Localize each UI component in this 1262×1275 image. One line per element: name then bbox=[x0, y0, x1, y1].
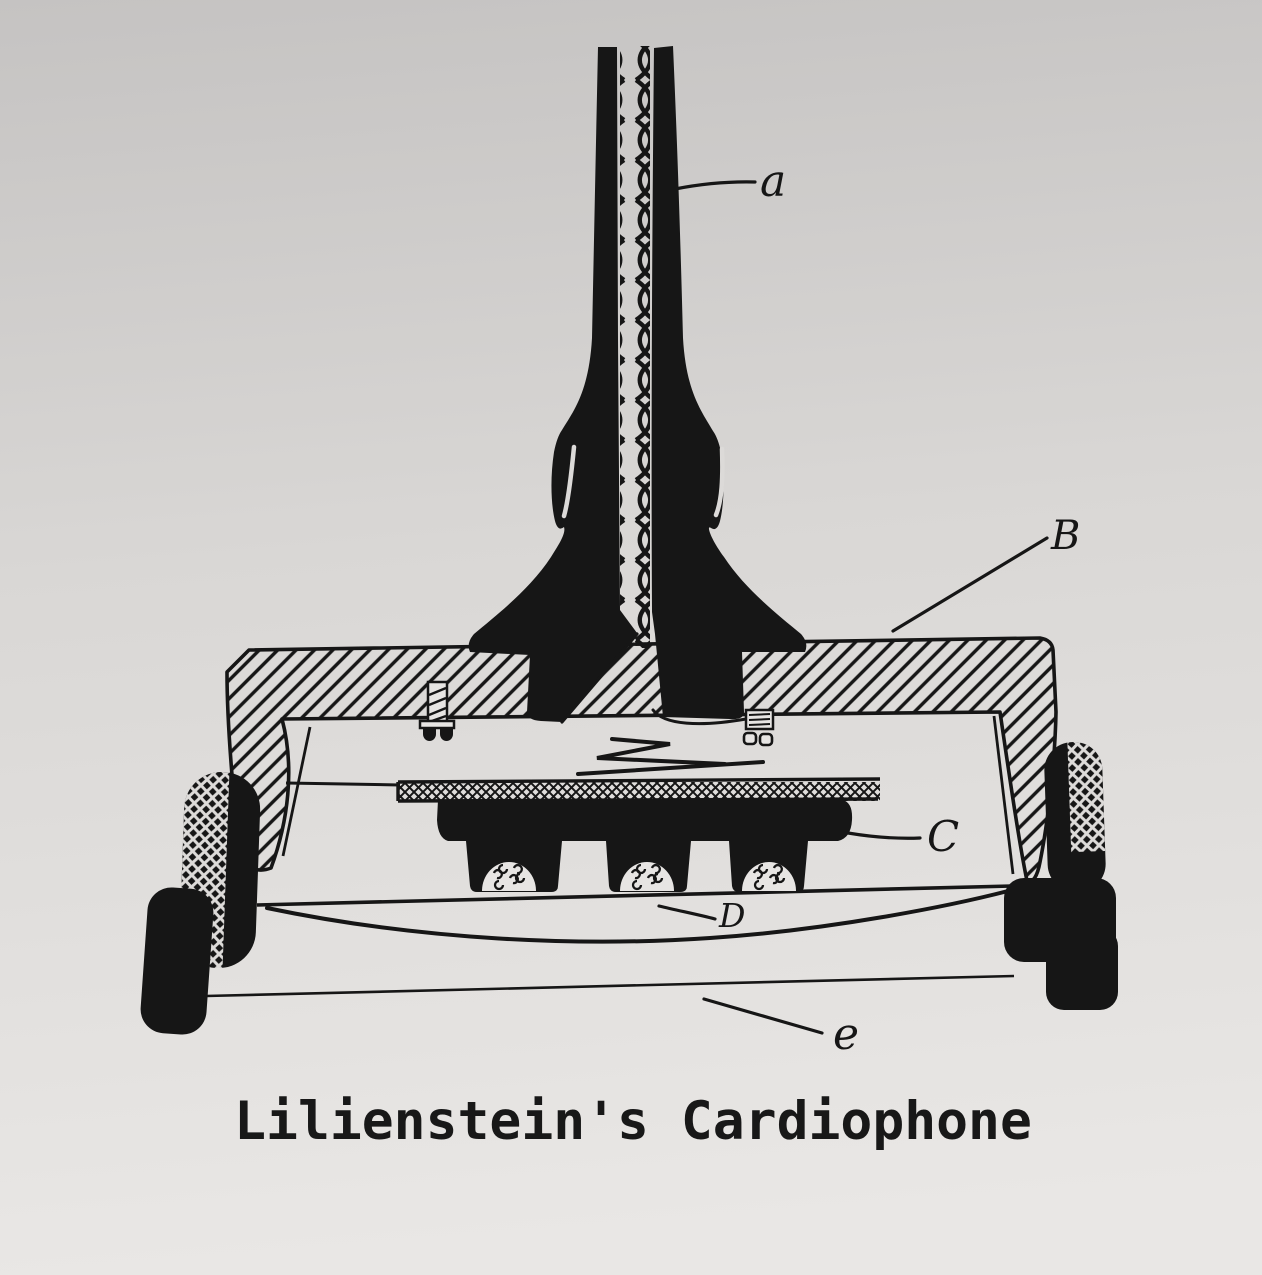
left-foot bbox=[140, 887, 214, 1035]
cavity-wall-right bbox=[992, 715, 1015, 875]
feet-rollers-d bbox=[482, 862, 796, 891]
base-plate-line-e bbox=[205, 974, 1015, 998]
base-lines bbox=[205, 884, 1015, 998]
block-body bbox=[437, 800, 853, 892]
floor-line bbox=[256, 884, 1013, 907]
label-e: e bbox=[833, 1009, 859, 1060]
label-c: C bbox=[927, 812, 959, 861]
left-screw bbox=[418, 680, 456, 741]
inner-shelf-line bbox=[285, 781, 401, 787]
annotation-labels: a B C D e bbox=[718, 156, 1080, 1060]
leader-line-a bbox=[673, 180, 757, 191]
label-a: a bbox=[760, 156, 786, 207]
stem-chestpiece-a bbox=[468, 46, 807, 724]
stem-right-half bbox=[651, 46, 807, 720]
label-b: B bbox=[1050, 513, 1080, 559]
leader-lines bbox=[657, 180, 1049, 1035]
figure-title: Lilienstein's Cardiophone bbox=[234, 1091, 1032, 1152]
drip-sliver-left bbox=[561, 444, 577, 519]
stem-left-half bbox=[468, 47, 637, 722]
twisted-cord bbox=[620, 46, 650, 648]
carbon-block-c bbox=[437, 800, 853, 892]
needle-lever bbox=[560, 632, 639, 724]
right-foot bbox=[1004, 878, 1118, 1010]
label-d: D bbox=[718, 896, 745, 935]
drip-sliver-right bbox=[713, 446, 725, 518]
leader-line-c bbox=[846, 831, 922, 840]
side-wheels-feet bbox=[140, 741, 1118, 1035]
leader-line-b bbox=[891, 536, 1049, 633]
right-screw bbox=[651, 708, 775, 747]
diaphragm-curve bbox=[265, 889, 1010, 944]
spring-zigzag bbox=[576, 737, 765, 776]
leader-line-e bbox=[702, 997, 824, 1035]
right-wheel bbox=[1044, 741, 1106, 893]
leader-line-d bbox=[657, 904, 717, 921]
mesh-strip bbox=[396, 777, 881, 803]
cavity-wall-left bbox=[281, 726, 312, 857]
